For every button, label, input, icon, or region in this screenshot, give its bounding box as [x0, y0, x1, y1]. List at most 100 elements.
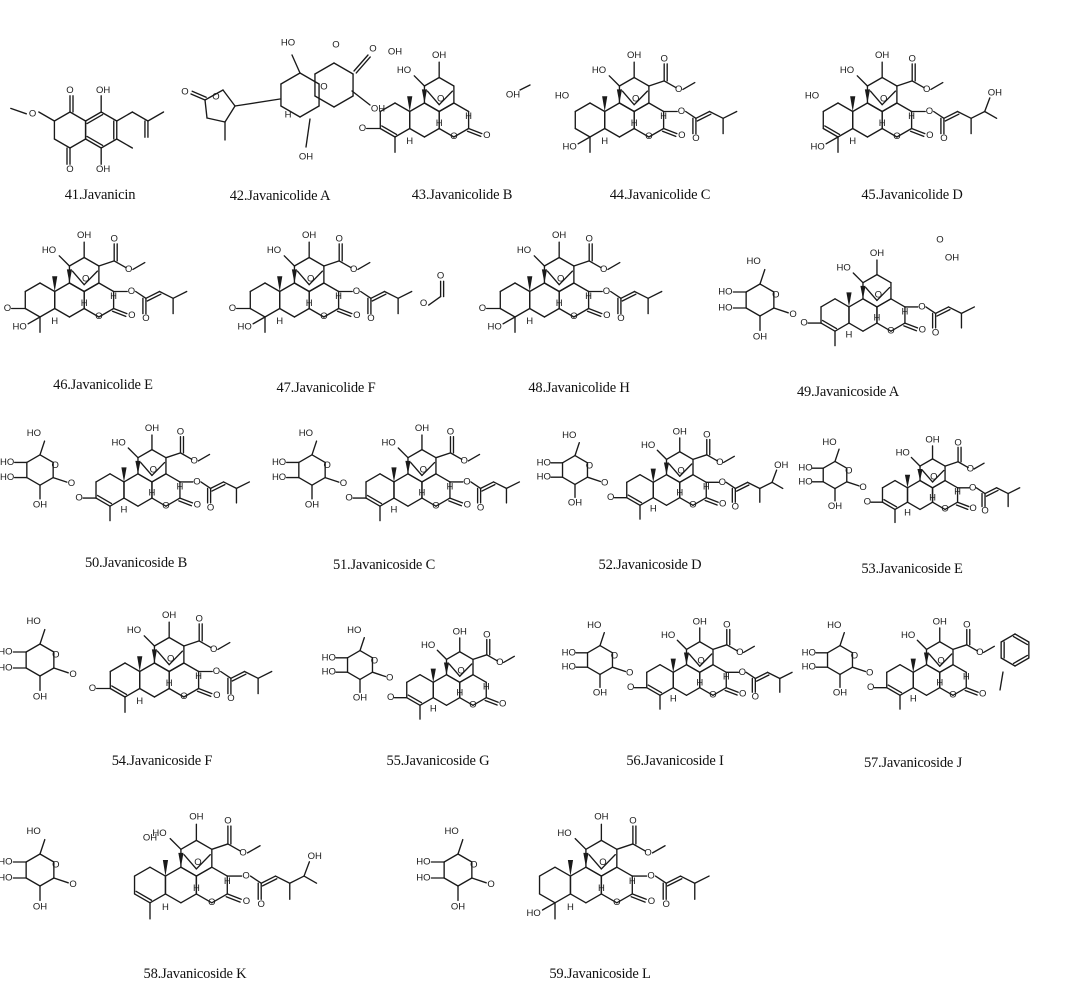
- wedge-bond: [850, 96, 856, 112]
- atom-label: O: [600, 264, 607, 275]
- bond: [574, 441, 580, 457]
- bond: [759, 481, 773, 490]
- bond: [759, 307, 775, 317]
- bond: [931, 469, 945, 483]
- bond: [896, 127, 913, 138]
- bond: [712, 686, 727, 696]
- bond: [984, 110, 998, 119]
- atom-label: H: [193, 883, 200, 894]
- bond: [834, 481, 848, 490]
- bond: [147, 111, 165, 122]
- bond: [337, 307, 353, 315]
- atom-label: HO: [0, 857, 12, 868]
- bond: [944, 501, 959, 511]
- bond: [195, 853, 211, 870]
- bond: [925, 686, 941, 696]
- bond: [573, 282, 590, 293]
- atom-label: H: [166, 678, 173, 689]
- bond: [98, 260, 115, 267]
- bond: [264, 307, 281, 318]
- bond: [975, 487, 986, 495]
- bond: [826, 666, 841, 676]
- bond: [249, 875, 262, 884]
- atom-label: H: [676, 488, 683, 499]
- atom-label: OH: [693, 616, 707, 627]
- wedge-bond: [616, 89, 623, 103]
- atom-label: O: [229, 303, 236, 314]
- atom-label: HO: [127, 625, 141, 636]
- bond: [257, 670, 273, 679]
- atom-label: HO: [836, 263, 850, 274]
- bond: [449, 497, 464, 504]
- atom-label: O: [709, 690, 716, 701]
- bond: [471, 877, 487, 884]
- bond: [123, 497, 139, 507]
- bond: [586, 666, 601, 676]
- bond: [127, 447, 139, 459]
- atom-label: HO: [0, 457, 14, 468]
- bond: [688, 653, 701, 667]
- bond: [834, 322, 850, 332]
- bond: [621, 293, 637, 302]
- wedge-bond: [135, 460, 141, 474]
- bond: [149, 866, 167, 877]
- bond: [652, 496, 668, 506]
- bond: [626, 496, 641, 506]
- atom-label: HO: [555, 91, 569, 102]
- bond: [235, 481, 251, 490]
- atom-label: O: [723, 619, 730, 630]
- wedge-bond: [178, 852, 184, 868]
- atom-label: OH: [305, 499, 319, 510]
- bond: [742, 645, 755, 654]
- bond: [413, 75, 426, 87]
- bond: [745, 283, 761, 293]
- bond: [574, 476, 589, 486]
- bond: [585, 893, 603, 904]
- bond: [96, 494, 113, 505]
- compound-label-53: 53.Javanicoside E: [861, 561, 963, 577]
- wedge-bond: [66, 269, 73, 283]
- atom-label: O: [919, 324, 926, 335]
- wedge-bond: [910, 658, 916, 673]
- bond: [588, 853, 603, 870]
- atom-label: H: [335, 291, 342, 302]
- atom-label: H: [601, 136, 608, 147]
- wedge-bond: [860, 285, 866, 299]
- bond: [308, 270, 324, 286]
- atom-label: OH: [933, 616, 947, 627]
- atom-label: HO: [641, 440, 655, 451]
- bond: [492, 481, 508, 490]
- bond: [116, 138, 134, 149]
- wedge-bond: [162, 860, 169, 877]
- bond: [370, 290, 386, 299]
- atom-label: O: [678, 130, 685, 141]
- atom-label: O: [483, 130, 490, 141]
- bond: [529, 282, 546, 293]
- atom-label: O: [926, 106, 933, 117]
- bond: [280, 72, 301, 85]
- bond: [966, 644, 979, 652]
- atom-label: O: [599, 857, 606, 868]
- bond: [656, 449, 668, 461]
- bond: [846, 481, 860, 487]
- bond: [611, 666, 627, 673]
- bond: [470, 481, 482, 490]
- atom-label: O: [95, 311, 102, 322]
- bond: [585, 866, 603, 877]
- atom-label: H: [465, 111, 472, 122]
- bond: [618, 127, 635, 138]
- bond: [599, 631, 605, 647]
- atom-label: O: [369, 44, 376, 55]
- wedge-bond: [527, 276, 533, 292]
- bond: [379, 102, 396, 113]
- atom-label: HO: [0, 663, 12, 674]
- atom-label: O: [207, 502, 214, 513]
- atom-label: H: [121, 505, 128, 516]
- atom-label: O: [194, 499, 201, 510]
- bond: [925, 641, 941, 651]
- atom-label: O: [954, 437, 961, 448]
- bond: [912, 664, 928, 674]
- bond: [179, 452, 193, 460]
- atom-label: OH: [451, 901, 465, 912]
